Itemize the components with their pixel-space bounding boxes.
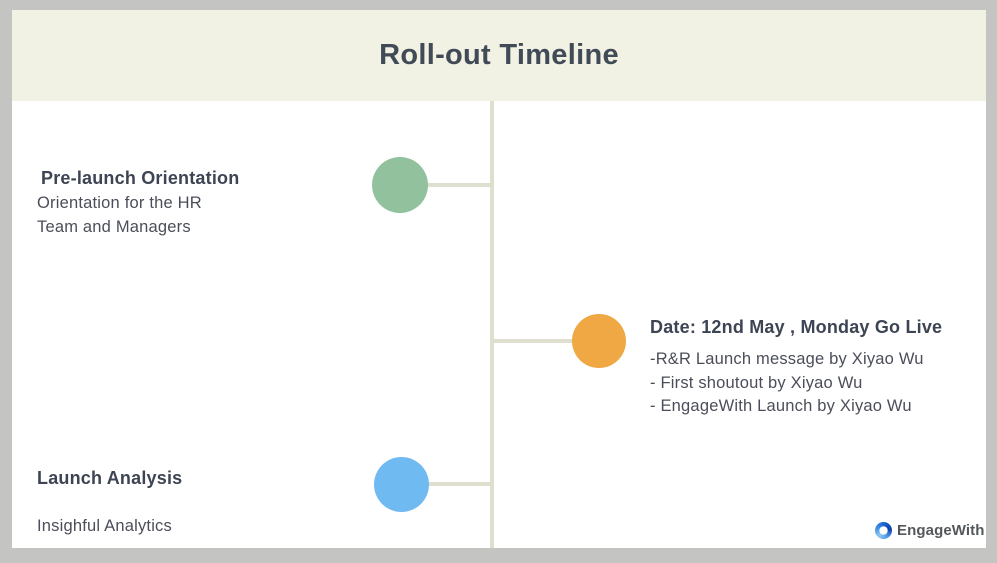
engagewith-logo: EngageWith	[875, 522, 985, 539]
timeline-vertical-line	[490, 101, 494, 548]
milestone-description-line: Orientation for the HR	[37, 194, 202, 212]
milestone-description-line: Team and Managers	[37, 217, 191, 236]
slide-canvas: Roll-out Timeline Pre-launch Orientation…	[12, 10, 986, 548]
milestone-pre-launch-orientation: Pre-launch Orientation Orientation for t…	[37, 168, 367, 239]
milestone-description-line: -R&R Launch message by Xiyao Wu	[650, 350, 924, 368]
milestone-dot-pre-launch	[372, 157, 428, 213]
milestone-description-line: - First shoutout by Xiyao Wu	[650, 373, 863, 392]
milestone-title: Pre-launch Orientation	[41, 168, 240, 188]
milestone-title: Date: 12nd May , Monday Go Live	[650, 317, 943, 337]
milestone-launch-analysis: Launch Analysis Insighful Analytics	[37, 468, 367, 539]
milestone-dot-go-live	[572, 314, 626, 368]
page-title: Roll-out Timeline	[379, 39, 619, 71]
milestone-title: Launch Analysis	[37, 468, 183, 488]
slide-header: Roll-out Timeline	[12, 10, 986, 101]
engagewith-ring-icon	[875, 522, 892, 539]
milestone-connector-pre-launch	[400, 183, 492, 187]
engagewith-logo-text: EngageWith	[897, 522, 985, 539]
milestone-description-line: Insighful Analytics	[37, 517, 172, 535]
milestone-connector-launch-analysis	[402, 482, 492, 486]
milestone-go-live: Date: 12nd May , Monday Go Live -R&R Lau…	[650, 317, 980, 419]
milestone-dot-launch-analysis	[374, 457, 429, 512]
milestone-connector-go-live	[492, 339, 600, 343]
milestone-description-line: - EngageWith Launch by Xiyao Wu	[650, 397, 912, 415]
